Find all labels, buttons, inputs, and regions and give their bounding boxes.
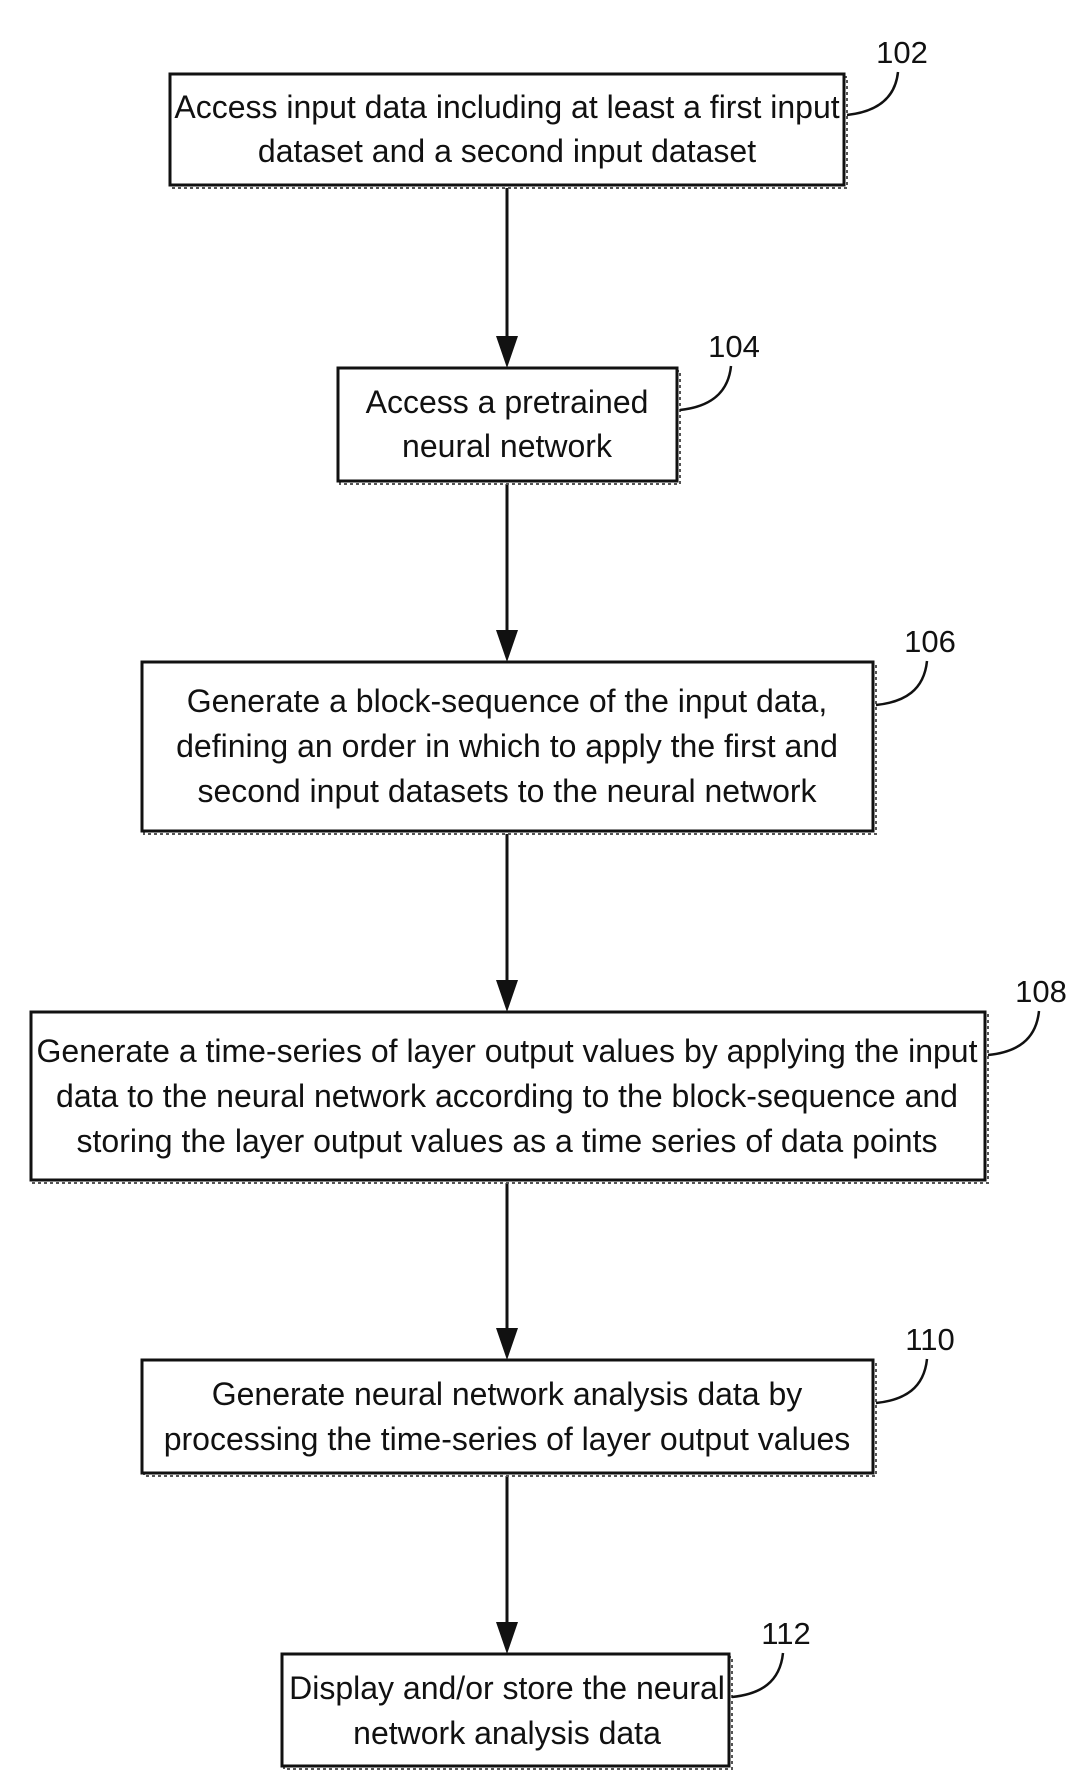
step-110-line-2: processing the time-series of layer outp… [164, 1421, 851, 1457]
step-box-106: Generate a block-sequence of the input d… [142, 624, 956, 834]
step-106-line-2: defining an order in which to apply the … [176, 728, 838, 764]
arrow-108-to-110 [496, 1183, 518, 1360]
step-box-104: Access a pretrained neural network 104 [338, 329, 760, 484]
step-108-line-3: storing the layer output values as a tim… [77, 1123, 938, 1159]
step-box-110: Generate neural network analysis data by… [142, 1322, 955, 1476]
step-108-leader [988, 1011, 1039, 1055]
step-108-ref: 108 [1015, 974, 1067, 1009]
step-112-line-1: Display and/or store the neural [289, 1670, 725, 1706]
step-108-line-2: data to the neural network according to … [56, 1078, 958, 1114]
arrow-102-to-104 [496, 188, 518, 368]
arrow-104-to-106 [496, 484, 518, 662]
step-102-leader [847, 72, 898, 115]
step-110-line-1: Generate neural network analysis data by [212, 1376, 803, 1412]
step-108-line-1: Generate a time-series of layer output v… [37, 1033, 978, 1069]
step-box-112: Display and/or store the neural network … [282, 1616, 811, 1769]
step-110-leader [876, 1359, 927, 1403]
step-112-leader [732, 1653, 783, 1697]
step-104-leader [680, 366, 731, 410]
step-box-102: Access input data including at least a f… [170, 35, 928, 188]
step-102-line-1: Access input data including at least a f… [174, 89, 839, 125]
step-104-line-1: Access a pretrained [366, 384, 649, 420]
step-104-ref: 104 [708, 329, 760, 364]
step-106-line-3: second input datasets to the neural netw… [197, 773, 817, 809]
step-106-line-1: Generate a block-sequence of the input d… [187, 683, 827, 719]
step-106-ref: 106 [904, 624, 956, 659]
arrow-106-to-108 [496, 834, 518, 1012]
step-112-line-2: network analysis data [353, 1715, 661, 1751]
step-box-108: Generate a time-series of layer output v… [31, 974, 1067, 1183]
step-102-ref: 102 [876, 35, 928, 70]
step-110-ref: 110 [905, 1322, 954, 1357]
step-102-line-2: dataset and a second input dataset [258, 133, 756, 169]
arrow-110-to-112 [496, 1476, 518, 1654]
step-106-leader [876, 661, 927, 705]
step-104-line-2: neural network [402, 428, 613, 464]
step-112-ref: 112 [761, 1616, 810, 1651]
